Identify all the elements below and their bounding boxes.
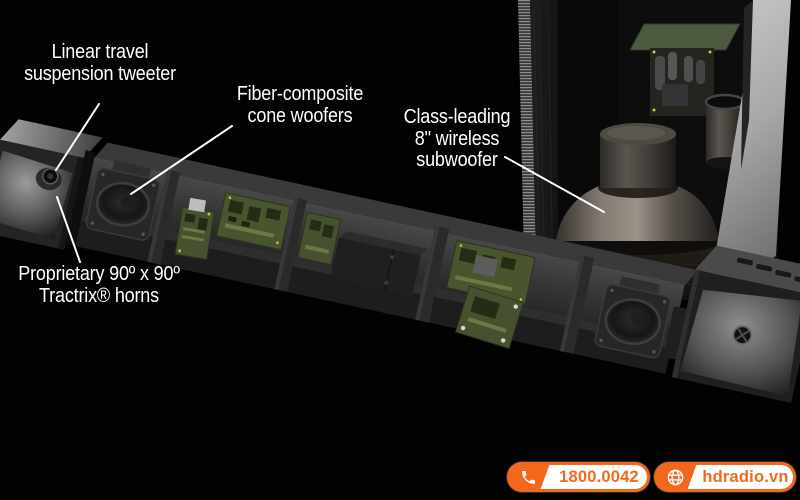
cabinet-plywood-edge [518, 0, 537, 300]
pcb-wide [215, 192, 291, 251]
callout-line-woofers [130, 125, 233, 195]
phone-number-panel: 1800.0042 [551, 465, 647, 489]
amplifier-box [329, 231, 429, 297]
phone-icon [507, 462, 549, 492]
globe-icon [654, 462, 696, 492]
phone-number: 1800.0042 [559, 467, 639, 486]
subwoofer-enclosure [518, 0, 791, 301]
pcb-small [174, 197, 215, 260]
callout-line-tweeter [55, 103, 100, 171]
soundbar-cutaway [0, 119, 800, 403]
label-woofers: Fiber-composite cone woofers [236, 83, 364, 127]
callout-line-subwoofer [504, 156, 605, 213]
pcb-mid [297, 211, 342, 266]
website-url: hdradio.vn [702, 467, 789, 486]
woofer-right [594, 276, 692, 361]
website-badge[interactable]: hdradio.vn [654, 462, 796, 492]
phone-badge[interactable]: 1800.0042 [507, 462, 650, 492]
subwoofer-driver [553, 123, 723, 255]
subwoofer-amplifier-pcb [629, 23, 741, 116]
heatsink [472, 255, 498, 278]
horn-left-top-plate [0, 119, 103, 158]
control-buttons[interactable] [735, 257, 800, 284]
website-panel: hdradio.vn [698, 465, 793, 489]
callout-line-horns [56, 196, 81, 263]
pcb-tilted [454, 285, 524, 350]
label-subwoofer: Class-leading 8" wireless subwoofer [403, 106, 511, 171]
callout-lines [55, 103, 605, 263]
cabinet-side-panel [706, 0, 791, 301]
horn-right [671, 245, 800, 403]
label-tweeter: Linear travel suspension tweeter [24, 41, 176, 85]
label-horns: Proprietary 90º x 90º Tractrix® horns [18, 263, 180, 307]
compartment-dividers [147, 169, 595, 354]
